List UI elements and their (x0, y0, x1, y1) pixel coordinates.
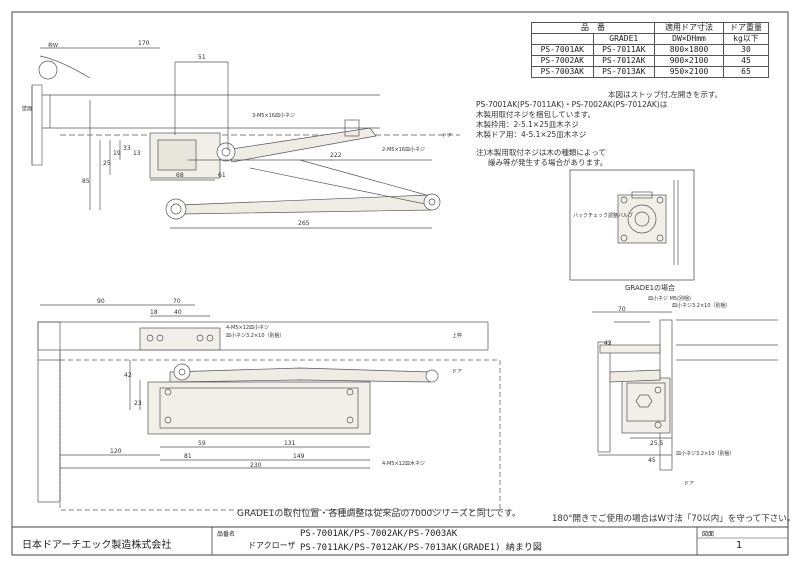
product-type: ドアクローザ (248, 541, 296, 550)
dim-70: 70 (173, 298, 181, 305)
spec-grade-label: GRADE1 (592, 33, 655, 45)
spec-model-b: PS-7013AK (592, 66, 655, 78)
side-view-drawing (592, 311, 778, 471)
grade-note: GRADE1の取付位置・各種調整は従来品の7000シリーズと同じです。 (237, 509, 521, 519)
note-6: 注)木製用取付ネジは木の種類によって (476, 148, 606, 157)
spec-model-a: PS-7001AK (531, 44, 594, 56)
top-screw-note: 2-M5×16皿小ネジ (382, 147, 426, 153)
side-dim-70: 70 (618, 306, 626, 313)
spec-size: 950×2100 (654, 66, 724, 78)
dim-120: 120 (110, 448, 122, 455)
dim-90: 90 (97, 298, 105, 305)
dim-131: 131 (284, 440, 296, 447)
spec-size-unit: DW×DHmm (654, 33, 724, 45)
spec-weight: 30 (723, 44, 769, 56)
notes-block: 本図はストップ付,左開きを示す。 PS-7001AK(PS-7011AK)・PS… (476, 90, 722, 168)
dim-18: 18 (150, 309, 158, 316)
front-screw-top: 4-M5×12皿小ネジ (226, 325, 270, 331)
dim-230: 230 (250, 462, 262, 469)
spec-row: PS-7001AK PS-7011AK 800×1800 30 (531, 44, 769, 56)
dim-85: 85 (82, 178, 90, 185)
spec-weight-unit: kg以下 (723, 33, 769, 45)
note-3: 木製用取付ネジを梱包しています。 (476, 110, 596, 119)
dim-59: 59 (198, 440, 206, 447)
dim-222: 222 (330, 152, 342, 159)
detail-caption: GRADE1の場合 (625, 284, 676, 292)
dim-25: 25 (103, 160, 111, 167)
top-jamb-label: 枠W (48, 43, 58, 49)
side-dim-42: 42 (604, 340, 612, 347)
models-line2: PS-7011AK/PS-7012AK/PS-7013AK(GRADE1) 納ま… (300, 543, 542, 553)
page-number: 1 (736, 540, 743, 551)
front-door-label: ドア (452, 369, 463, 375)
spec-model-b: PS-7011AK (592, 44, 655, 56)
side-screw-top: 皿小ネジ3.2×10（別梱） (672, 303, 731, 309)
page-label: 図面 (702, 531, 715, 538)
front-screw-bottom: 4-M5×12皿木ネジ (382, 461, 426, 467)
product-label: 品番名 (217, 531, 236, 538)
note-4: 木製枠用：2-5.1×25皿木ネジ (476, 120, 579, 129)
models-line1: PS-7001AK/PS-7002AK/PS-7003AK (300, 529, 458, 539)
spec-weight: 45 (723, 55, 769, 67)
dim-51: 51 (198, 54, 206, 61)
spec-model-b: PS-7012AK (592, 55, 655, 67)
spec-size: 800×1800 (654, 44, 724, 56)
side-dim-45: 45 (648, 457, 656, 464)
spec-model-a: PS-7003AK (531, 66, 594, 78)
side-screw-bottom: 皿小ネジ3.2×10（別梱） (676, 451, 735, 457)
spec-row: PS-7002AK PS-7012AK 900×2100 45 (531, 55, 769, 67)
note-2: PS-7001AK(PS-7011AK)・PS-7002AK(PS-7012AK… (476, 100, 668, 109)
top-view-drawing (31, 47, 460, 229)
note-1: 本図はストップ付,左開きを示す。 (608, 90, 723, 99)
dim-13: 13 (133, 150, 141, 157)
spec-weight: 65 (723, 66, 769, 78)
front-screw-top2: 皿小ネジ3.2×10（別梱） (226, 333, 285, 339)
side-dim-25: 25.5 (650, 440, 664, 447)
top-bracket-note: 3-M5×16皿小ネジ (252, 113, 296, 119)
dim-61: 61 (218, 172, 226, 179)
open-note: 180°開きでご使用の場合はW寸法「70以内」を守って下さい。 (552, 514, 796, 524)
spec-row: PS-7003AK PS-7013AK 950×2100 65 (531, 66, 769, 78)
dim-23: 23 (134, 400, 142, 407)
dim-149: 149 (293, 453, 305, 460)
spec-header-size: 適用ドア寸法 (654, 22, 724, 34)
company-name: 日本ドアーチエック製造株式会社 (22, 540, 172, 551)
spec-model-a: PS-7002AK (531, 55, 594, 67)
note-7: 緩み等が発生する場合があります。 (488, 158, 608, 167)
front-frame-label: 上枠 (452, 333, 463, 339)
front-view-drawing (37, 304, 501, 511)
spec-header-weight: ドア重量 (723, 22, 769, 34)
dim-170: 170 (138, 40, 150, 47)
top-wall-label: 壁面 (22, 106, 33, 112)
dim-33: 33 (123, 145, 131, 152)
dim-42: 42 (124, 372, 132, 379)
grade1-detail-drawing (569, 169, 695, 281)
dim-68: 68 (176, 172, 184, 179)
dim-19: 19 (113, 150, 121, 157)
note-5: 木製ドア用：4-5.1×25皿木ネジ (476, 130, 587, 139)
dim-40: 40 (174, 309, 182, 316)
valve-label: バックチェック調整バルブ (573, 213, 634, 219)
spec-table: 品 番 適用ドア寸法 ドア重量 GRADE1 DW×DHmm kg以下 PS-7… (531, 22, 769, 78)
dim-265: 265 (298, 220, 310, 227)
top-door-label: ドア (442, 133, 453, 139)
detail-screw-label: 皿小ネジ M5(別梱) (648, 296, 691, 302)
dim-81: 81 (184, 453, 192, 460)
spec-header-model: 品 番 (531, 22, 655, 34)
side-door-label: ドア (684, 481, 695, 487)
spec-size: 900×2100 (654, 55, 724, 67)
